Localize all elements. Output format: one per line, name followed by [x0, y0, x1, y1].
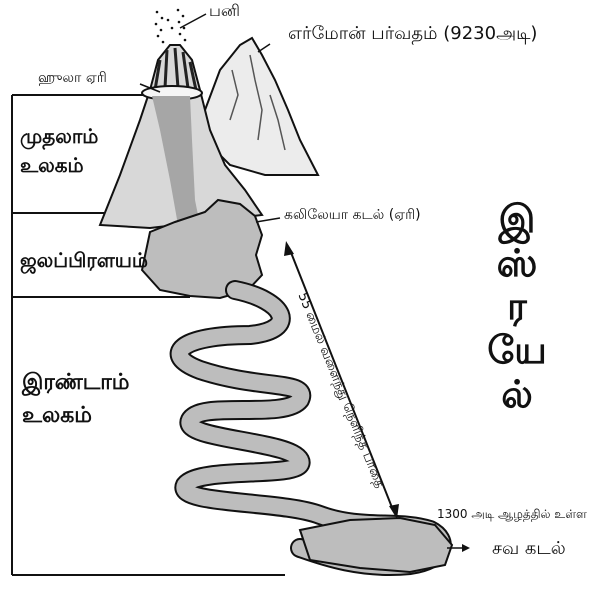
sea-of-galilee-label: கலிலேயா கடல் (ஏரி): [284, 208, 421, 222]
israel-letter-3: ர: [487, 285, 547, 329]
dead-sea-label: சவ கடல்: [492, 540, 566, 558]
israel-letter-1: இ: [487, 198, 547, 242]
snow-label: பனி: [209, 3, 240, 19]
second-world-label-line2: உலகம்: [22, 405, 92, 427]
israel-letter-4: யே: [487, 329, 547, 373]
arrowhead-top: [284, 241, 294, 256]
dead-sea-depth-label: 1300 அடி ஆழத்தில் உள்ள: [437, 508, 587, 520]
lake-hula-label: ஹுலா ஏரி: [38, 71, 107, 85]
dead-sea-arrowhead: [462, 544, 470, 552]
israel-letter-5: ல்: [487, 373, 547, 417]
israel-vertical-title: இ ஸ் ர யே ல்: [487, 198, 547, 416]
second-world-label-line1: இரண்டாம்: [22, 372, 129, 394]
first-world-label-line1: முதலாம்: [20, 126, 98, 146]
israel-letter-2: ஸ்: [487, 242, 547, 286]
baptism-label: ஜலப்பிரளயம்: [20, 250, 148, 270]
mount-hermon-label: எர்மோன் பர்வதம் (9230அடி): [288, 25, 537, 43]
snow-dots: [155, 9, 187, 44]
first-world-label-line2: உலகம்: [20, 155, 84, 175]
